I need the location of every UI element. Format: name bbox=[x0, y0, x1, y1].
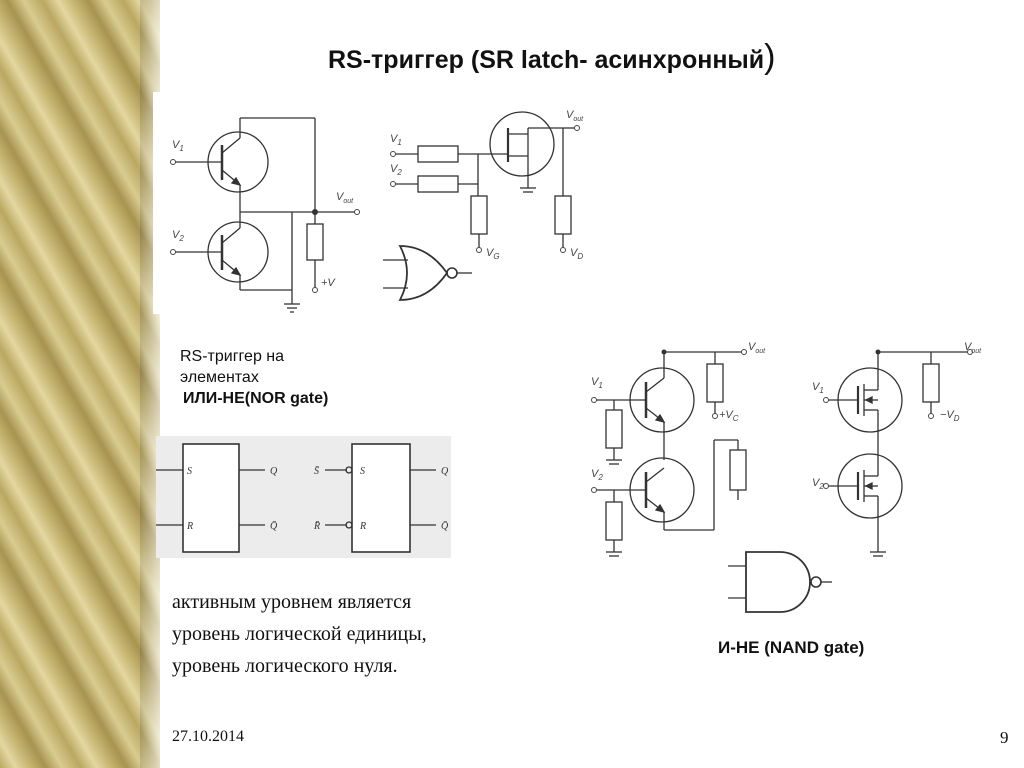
label-qbar: Q̄ bbox=[270, 520, 278, 532]
svg-text:V1: V1 bbox=[390, 133, 402, 147]
label-fnand-v2: V bbox=[812, 477, 821, 489]
svg-text:−VD: −VD bbox=[940, 409, 960, 423]
label-vd-sub: D bbox=[577, 252, 583, 261]
label-qbar-2: Q̄ bbox=[441, 520, 449, 532]
fet-nand-circuit bbox=[828, 351, 968, 557]
svg-text:Vout: Vout bbox=[566, 109, 584, 123]
bjt-nand-circuit bbox=[596, 351, 747, 557]
label-s: S bbox=[187, 466, 192, 477]
label-v1-sub: 1 bbox=[179, 144, 183, 153]
label-plus-vc: +V bbox=[719, 409, 734, 421]
svg-text:V1: V1 bbox=[172, 139, 184, 153]
nor-gate-symbol bbox=[383, 245, 472, 301]
body-text: активным уровнем является уровень логиче… bbox=[172, 586, 427, 682]
label-v2: V bbox=[172, 229, 181, 241]
slide-date: 27.10.2014 bbox=[172, 728, 244, 745]
nor-caption-line1: RS-триггер на bbox=[180, 348, 285, 365]
label-fnand-v2-sub: 2 bbox=[818, 482, 824, 491]
title-text: RS-триггер (SR latch- асинхронный bbox=[328, 46, 765, 74]
label-plus-vc-sub: C bbox=[733, 414, 739, 423]
label-fet-v1-sub: 1 bbox=[397, 138, 401, 147]
svg-text:V2: V2 bbox=[591, 468, 603, 482]
bjt-nor-circuit bbox=[153, 92, 365, 314]
label-fnand-v1: V bbox=[812, 381, 821, 393]
label-vout-4: V bbox=[964, 341, 973, 353]
label-nand-v2: V bbox=[591, 468, 600, 480]
label-s-2: S bbox=[360, 466, 365, 477]
svg-text:V1: V1 bbox=[591, 376, 603, 390]
label-vout-4-sub: out bbox=[971, 348, 982, 355]
label-vd: V bbox=[570, 247, 579, 259]
label-q: Q bbox=[270, 466, 278, 477]
label-v2-sub: 2 bbox=[178, 234, 184, 243]
title-close-paren: ) bbox=[764, 38, 776, 76]
page-number: 9 bbox=[1000, 728, 1009, 747]
nand-gate-symbol bbox=[728, 551, 832, 613]
label-vout-2-sub: out bbox=[573, 116, 584, 123]
nor-caption: RS-триггер на элементах ИЛИ-НЕ(NOR gate) bbox=[180, 346, 328, 409]
svg-text:Vout: Vout bbox=[964, 341, 982, 355]
slide-title: RS-триггер (SR latch- асинхронный) bbox=[328, 38, 775, 77]
label-vg: V bbox=[486, 247, 495, 259]
label-vout-2: V bbox=[566, 109, 575, 121]
svg-text:V1: V1 bbox=[812, 381, 824, 395]
label-nand-v1: V bbox=[591, 376, 600, 388]
label-fet-v2-sub: 2 bbox=[396, 168, 402, 177]
label-minus-vd: −V bbox=[940, 409, 955, 421]
label-sbar: S̄ bbox=[314, 465, 319, 477]
label-nand-v2-sub: 2 bbox=[597, 473, 603, 482]
label-fnand-v1-sub: 1 bbox=[819, 386, 823, 395]
label-r-2: R bbox=[359, 521, 366, 532]
label-vout-1-sub: out bbox=[343, 198, 354, 205]
label-r: R bbox=[186, 521, 193, 532]
label-vout-3: V bbox=[748, 341, 757, 353]
label-nand-v1-sub: 1 bbox=[598, 381, 602, 390]
decorative-sidebar bbox=[0, 0, 160, 768]
svg-text:V2: V2 bbox=[812, 477, 824, 491]
nor-caption-line2: элементах bbox=[180, 369, 259, 386]
body-line-3: уровень логического нуля. bbox=[172, 655, 398, 677]
label-vout-1: V bbox=[336, 191, 345, 203]
svg-text:VG: VG bbox=[486, 247, 500, 261]
label-q-2: Q bbox=[441, 466, 449, 477]
svg-text:V2: V2 bbox=[390, 163, 402, 177]
body-line-2: уровень логической единицы, bbox=[172, 623, 427, 645]
label-plus-v: +V bbox=[321, 277, 336, 289]
rs-block-diagrams bbox=[156, 436, 451, 558]
label-fet-v2: V bbox=[390, 163, 399, 175]
svg-text:Vout: Vout bbox=[748, 341, 766, 355]
svg-text:Vout: Vout bbox=[336, 191, 354, 205]
label-vout-3-sub: out bbox=[755, 348, 766, 355]
label-vg-sub: G bbox=[493, 252, 499, 261]
svg-text:V2: V2 bbox=[172, 229, 184, 243]
fet-nor-circuit bbox=[395, 111, 575, 248]
label-v1: V bbox=[172, 139, 181, 151]
nand-caption: И-НЕ (NAND gate) bbox=[718, 638, 865, 657]
svg-text:VD: VD bbox=[570, 247, 583, 261]
label-fet-v1: V bbox=[390, 133, 399, 145]
label-minus-vd-sub: D bbox=[954, 414, 960, 423]
svg-text:+VC: +VC bbox=[719, 409, 739, 423]
label-rbar: R̄ bbox=[313, 520, 320, 532]
body-line-1: активным уровнем является bbox=[172, 591, 412, 613]
nor-caption-line3: ИЛИ-НЕ(NOR gate) bbox=[183, 390, 329, 407]
